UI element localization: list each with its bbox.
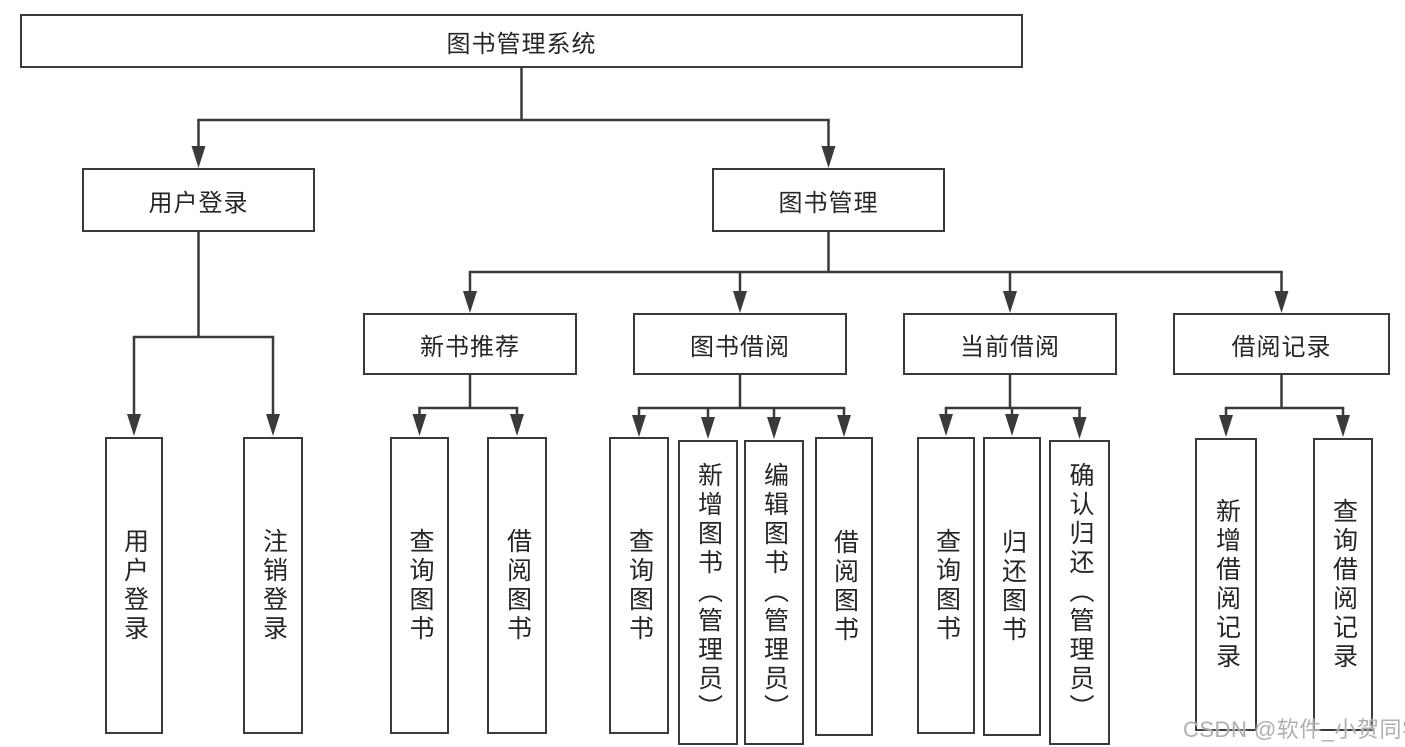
node-book-management: 图书管理	[712, 168, 945, 232]
leaf-borrow-books-recommend: 借阅图书	[487, 437, 547, 734]
leaf-logout: 注销登录	[243, 437, 303, 734]
leaf-query-books-borrowing: 查询图书	[609, 437, 669, 734]
leaf-add-borrow-record: 新增借阅记录	[1195, 438, 1257, 731]
leaf-edit-books-admin: 编辑图书（管理员）	[744, 440, 804, 745]
leaf-query-borrow-record: 查询借阅记录	[1313, 438, 1373, 731]
leaf-confirm-return-admin: 确认归还（管理员）	[1049, 440, 1110, 745]
leaf-borrow-books: 借阅图书	[815, 437, 873, 736]
node-current-borrowing: 当前借阅	[903, 313, 1117, 375]
leaf-query-books-recommend: 查询图书	[390, 437, 449, 734]
leaf-query-books-current: 查询图书	[917, 437, 975, 734]
node-library-system: 图书管理系统	[20, 14, 1023, 68]
leaf-user-login: 用户登录	[105, 437, 163, 734]
node-new-book-recommend: 新书推荐	[363, 313, 577, 375]
node-book-borrowing: 图书借阅	[633, 313, 847, 375]
csdn-watermark: CSDN @软件_小贺同学	[1183, 717, 1405, 742]
leaf-add-books-admin: 新增图书（管理员）	[678, 440, 738, 745]
node-user-login-branch: 用户登录	[82, 168, 315, 232]
node-borrow-records: 借阅记录	[1173, 313, 1390, 375]
leaf-return-books: 归还图书	[983, 437, 1041, 736]
